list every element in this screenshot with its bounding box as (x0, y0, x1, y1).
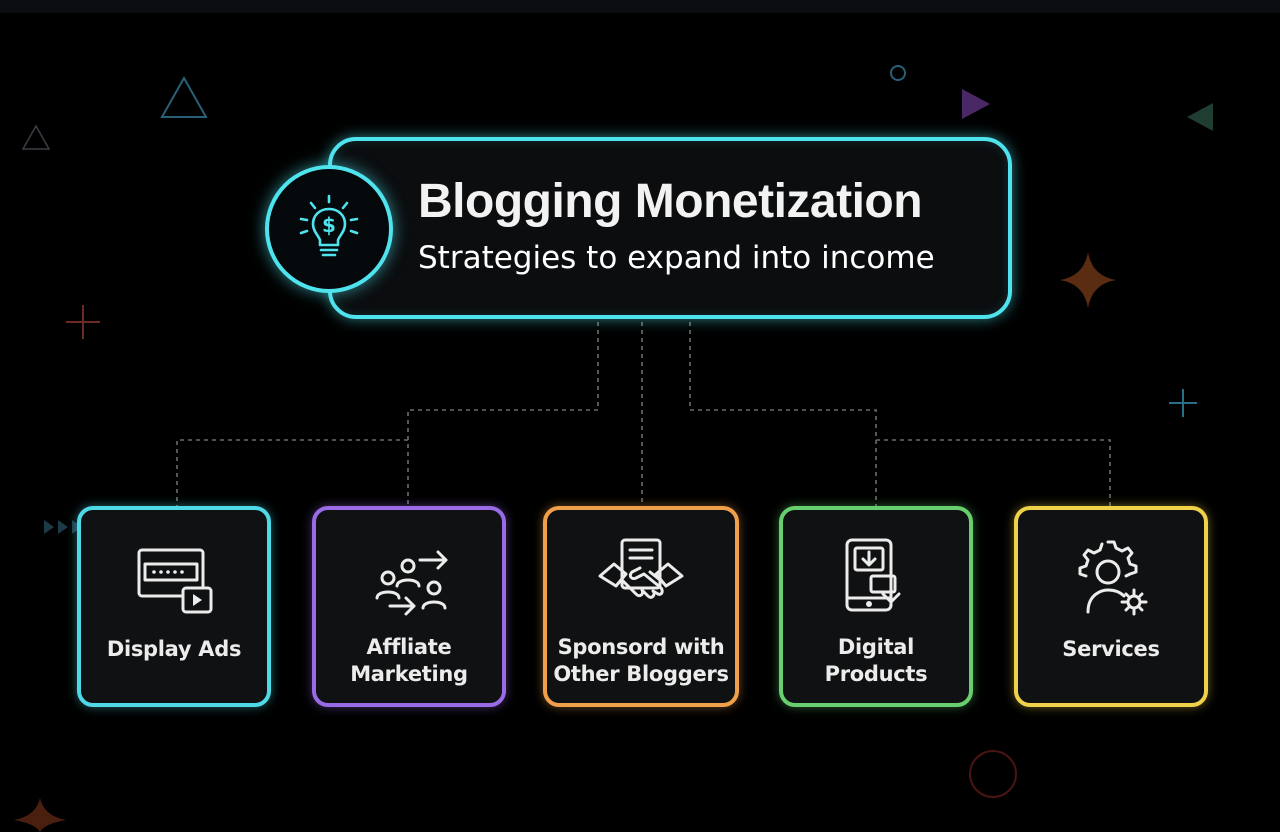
header-box (328, 137, 1012, 319)
strategy-label: Digital Products (824, 635, 928, 686)
svg-text:$: $ (322, 213, 336, 237)
plus-decoration (1169, 389, 1197, 417)
people-arrows-icon (375, 550, 448, 616)
page-subtitle: Strategies to expand into income (418, 240, 935, 276)
sparkle-decoration (14, 798, 66, 832)
circle-outline-decoration (890, 65, 906, 81)
handshake-icon (598, 538, 684, 599)
lightbulb-dollar-icon: $ (299, 194, 359, 257)
strategy-label: Sponsord with Other Bloggers (553, 635, 729, 686)
triangle-outline-decoration (21, 124, 51, 150)
strategy-card-services[interactable]: Services (1014, 506, 1208, 707)
strategy-label: Services (1062, 637, 1160, 661)
sparkle-decoration (1060, 252, 1116, 308)
strategy-card-digital-products[interactable]: Digital Products (779, 506, 973, 707)
monitor-play-icon (137, 548, 213, 614)
top-bar (0, 0, 1280, 13)
strategy-label: Display Ads (106, 637, 242, 661)
page-title: Blogging Monetization (418, 175, 923, 228)
strategy-card-display-ads[interactable]: Display Ads (77, 506, 271, 707)
triangle-filled-decoration (1187, 103, 1213, 131)
triangle-outline-decoration (160, 75, 208, 118)
tablet-download-icon (845, 538, 901, 612)
person-gear-icon (1078, 540, 1148, 616)
plus-decoration (66, 305, 100, 339)
strategy-card-affiliate-marketing[interactable]: Affliate Marketing (312, 506, 506, 707)
strategy-card-sponsored[interactable]: Sponsord with Other Bloggers (543, 506, 739, 707)
triangle-filled-decoration (962, 89, 990, 119)
circle-outline-decoration (969, 750, 1017, 798)
header-icon-badge: $ (265, 165, 393, 293)
strategy-label: Affliate Marketing (350, 635, 468, 686)
